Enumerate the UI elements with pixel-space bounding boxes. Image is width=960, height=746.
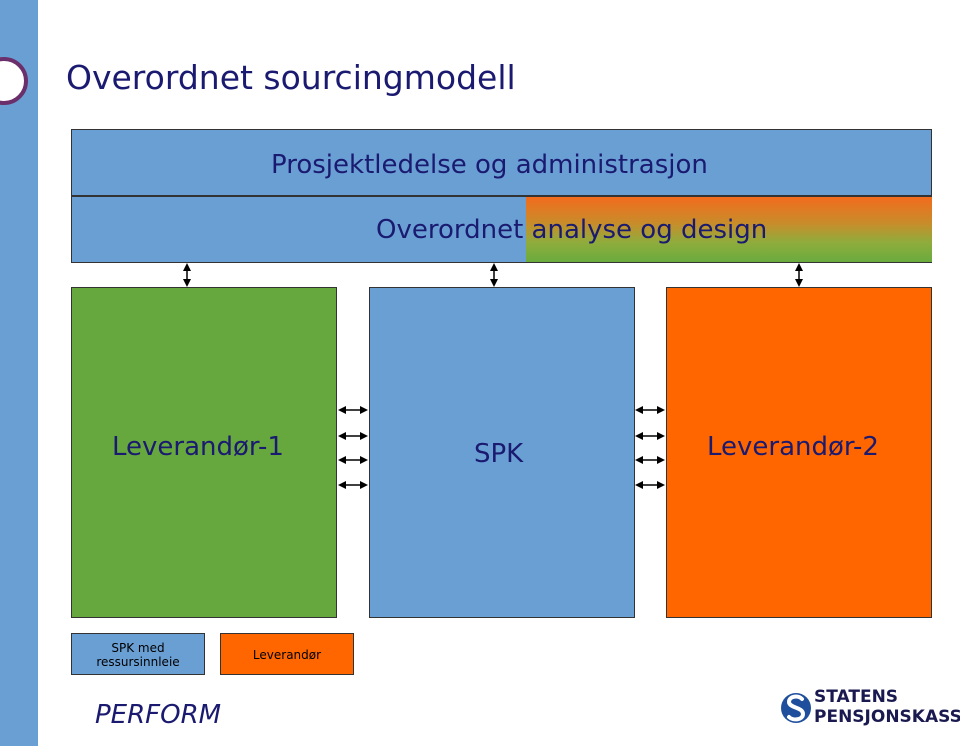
legend-spk-line1: SPK med: [111, 641, 165, 655]
legend-spk-box: SPK med ressursinnleie: [71, 633, 205, 675]
second-bar-gradient: [526, 197, 932, 262]
logo-text-line1: STATENS: [814, 687, 899, 707]
horizontal-arrows-right: [635, 406, 665, 489]
horizontal-arrows-left: [338, 406, 368, 489]
column-leverandor-1: Leverandør-1: [71, 287, 337, 618]
column-spk-label: SPK: [474, 439, 524, 469]
second-bar-label: Overordnet analyse og design: [376, 215, 768, 245]
top-bar-label: Prosjektledelse og administrasjon: [271, 150, 708, 180]
sidebar-stripe: [0, 0, 38, 746]
column-leverandor-2-label: Leverandør-2: [707, 432, 879, 462]
column-leverandor-1-label: Leverandør-1: [112, 432, 284, 462]
statens-pensjonskasse-s-logo-icon: [781, 693, 811, 723]
column-spk: SPK: [369, 287, 635, 618]
legend-leverandor-box: Leverandør: [220, 633, 354, 675]
top-bar: Prosjektledelse og administrasjon: [71, 129, 932, 196]
perform-label: PERFORM: [95, 700, 222, 730]
legend-leverandor-label: Leverandør: [252, 648, 322, 662]
legend-spk-line2: ressursinnleie: [96, 655, 180, 669]
column-leverandor-2: Leverandør-2: [666, 287, 932, 618]
second-bar: Overordnet analyse og design: [71, 196, 932, 263]
logo-text-line2: PENSJONSKASSE: [814, 707, 960, 727]
slide-title: Overordnet sourcingmodell: [66, 58, 516, 97]
